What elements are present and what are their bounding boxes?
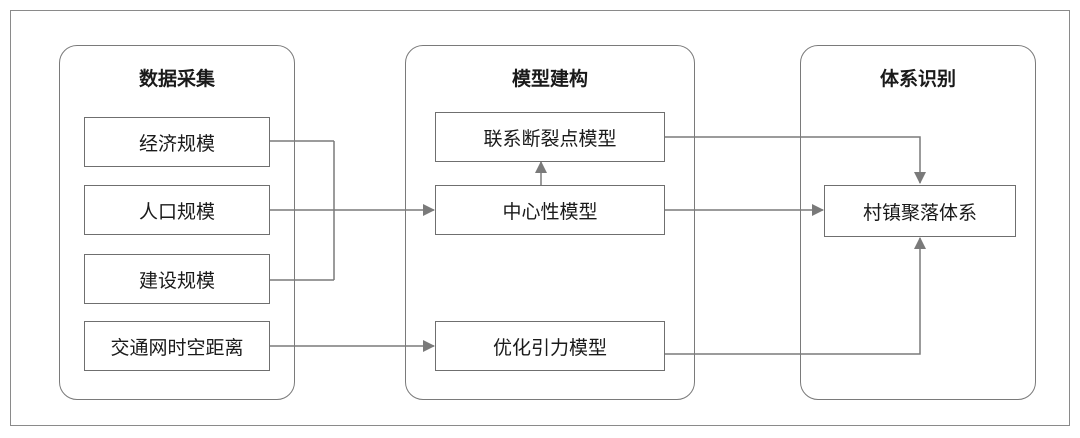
node-traffic-distance: 交通网时空距离 (84, 321, 270, 371)
node-gravity-model: 优化引力模型 (435, 321, 665, 371)
node-construction-scale: 建设规模 (84, 254, 270, 304)
diagram-frame (10, 10, 1070, 426)
node-centrality-model: 中心性模型 (435, 185, 665, 235)
node-population-scale: 人口规模 (84, 185, 270, 235)
node-village-system: 村镇聚落体系 (824, 185, 1016, 237)
group-title-system-identification: 体系识别 (879, 68, 956, 90)
node-economic-scale: 经济规模 (84, 117, 270, 167)
node-breakpoint-model: 联系断裂点模型 (435, 112, 665, 162)
group-title-model-construction: 模型建构 (511, 68, 588, 90)
group-title-data-collection: 数据采集 (138, 68, 215, 90)
